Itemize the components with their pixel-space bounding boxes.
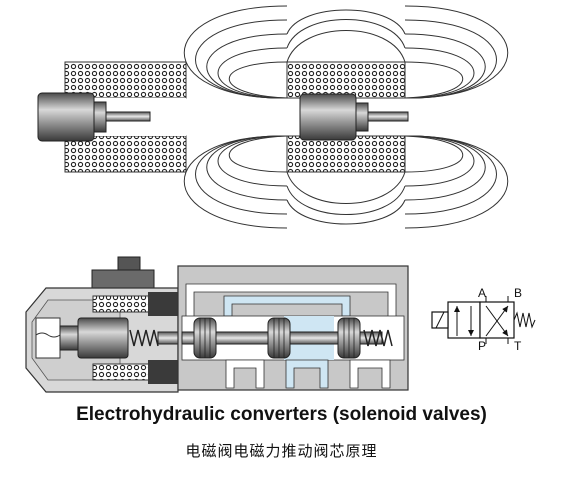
valve-coil-top [92, 295, 150, 313]
magnetic-field-lines [183, 5, 509, 229]
port-a-label: A [478, 286, 486, 300]
coil-winding-top [64, 61, 187, 99]
armature-spring [129, 329, 159, 347]
plunger-rod [367, 111, 409, 122]
symbol-box-right [479, 301, 515, 339]
valve-symbol: A B P T [431, 286, 536, 353]
port-a-channel [225, 359, 265, 389]
coil-winding-bottom [286, 135, 406, 173]
caption-chinese: 电磁阀电磁力推动阀芯原理 [185, 442, 378, 460]
caption-english: Electrohydraulic converters (solenoid va… [76, 404, 487, 425]
port-t-label: T [514, 339, 522, 353]
port-b-label: B [514, 286, 522, 300]
valve-armature [77, 317, 129, 359]
port-p-channel [285, 359, 329, 389]
port-b-channel [349, 359, 391, 389]
coil-winding-top [286, 61, 406, 99]
armature [37, 92, 95, 142]
electrical-connector [91, 269, 155, 289]
symbol-box-left [447, 301, 481, 339]
valve-cross-section [25, 256, 409, 393]
solenoid-off [37, 61, 187, 173]
port-p-label: P [478, 339, 486, 353]
coil-winding-bottom [64, 135, 187, 173]
return-spring [363, 329, 393, 347]
armature [299, 93, 357, 141]
plunger-rod [105, 111, 151, 122]
solenoid-on [183, 5, 509, 229]
valve-coil-bottom [92, 363, 150, 381]
